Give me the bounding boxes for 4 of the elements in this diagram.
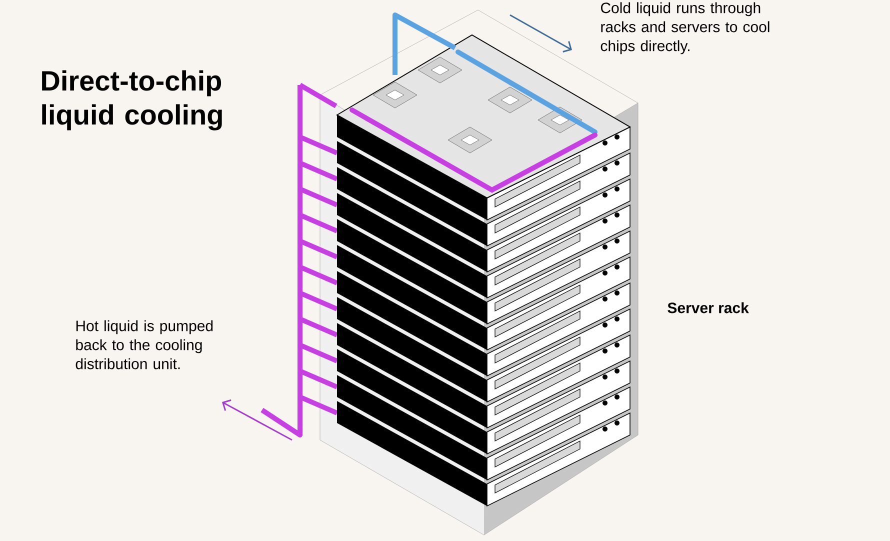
rack-label: Server rack xyxy=(668,302,749,314)
title: Direct-to-chip liquid cooling xyxy=(42,70,222,130)
caption-text: Cold liquid runs through racks and servers to cool chips directly. xyxy=(600,2,770,54)
caption-text: Hot liquid is pumped back to the cooling distribution unit. xyxy=(76,320,213,370)
